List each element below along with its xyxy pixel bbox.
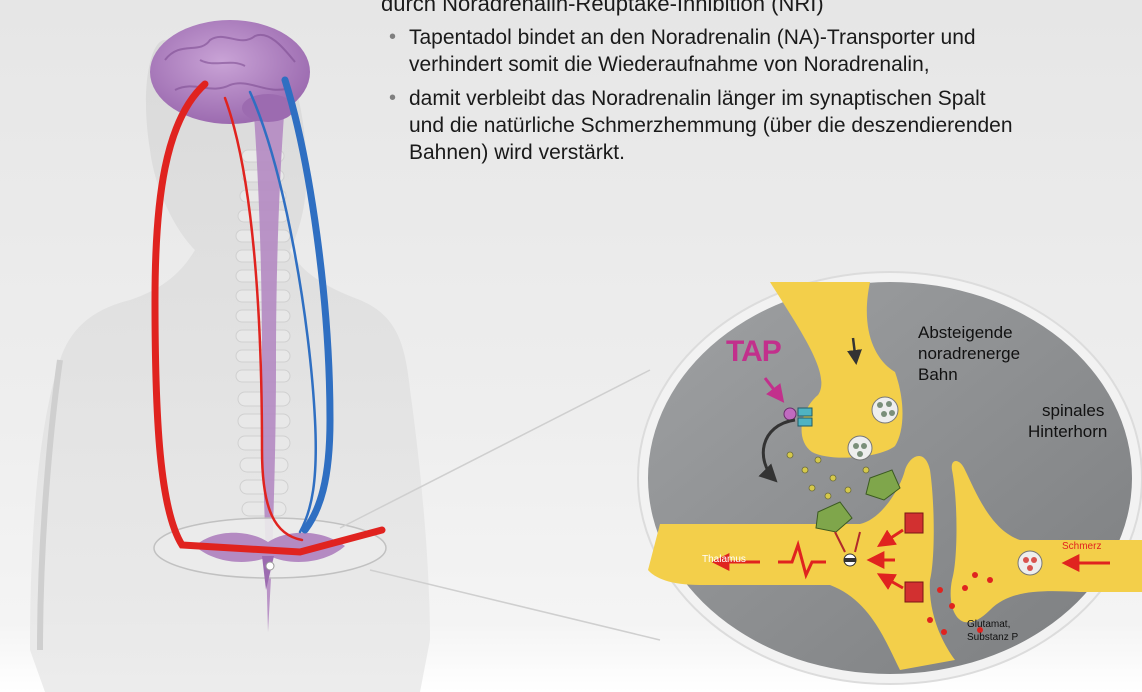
body-silhouette: [30, 30, 430, 692]
tap-label: TAP: [726, 335, 781, 369]
region-label: spinales Hinterhorn: [1028, 400, 1107, 442]
pathway-label-line: Bahn: [918, 364, 1020, 385]
bullet-list: Tapentadol bindet an den Noradrenalin (N…: [381, 24, 1142, 166]
region-label-line: Hinterhorn: [1028, 421, 1107, 442]
region-label-line: spinales: [1028, 400, 1107, 421]
schmerz-label: Schmerz: [1062, 541, 1101, 552]
pathway-label-line: Absteigende: [918, 322, 1020, 343]
transmitter-label: Glutamat, Substanz P: [967, 618, 1018, 644]
brain-illustration: [150, 20, 310, 124]
bullet-line: verhindert somit die Wiederaufnahme von …: [409, 51, 1142, 78]
slide-heading: durch Noradrenalin-Reuptake-Inhibition (…: [381, 0, 1142, 18]
slide-text-block: durch Noradrenalin-Reuptake-Inhibition (…: [381, 0, 1142, 173]
bullet-line: Tapentadol bindet an den Noradrenalin (N…: [409, 24, 1142, 51]
transmitter-label-line: Substanz P: [967, 631, 1018, 644]
transmitter-label-line: Glutamat,: [967, 618, 1018, 631]
thalamus-label: Thalamus: [702, 554, 746, 565]
bullet-item: Tapentadol bindet an den Noradrenalin (N…: [381, 24, 1142, 78]
bullet-line: und die natürliche Schmerzhemmung (über …: [409, 112, 1142, 139]
bullet-line: damit verbleibt das Noradrenalin länger …: [409, 85, 1142, 112]
pathway-label-line: noradrenerge: [918, 343, 1020, 364]
pathway-label: Absteigende noradrenerge Bahn: [918, 322, 1020, 385]
bullet-line: Bahnen) wird verstärkt.: [409, 139, 1142, 166]
bullet-item: damit verbleibt das Noradrenalin länger …: [381, 85, 1142, 166]
